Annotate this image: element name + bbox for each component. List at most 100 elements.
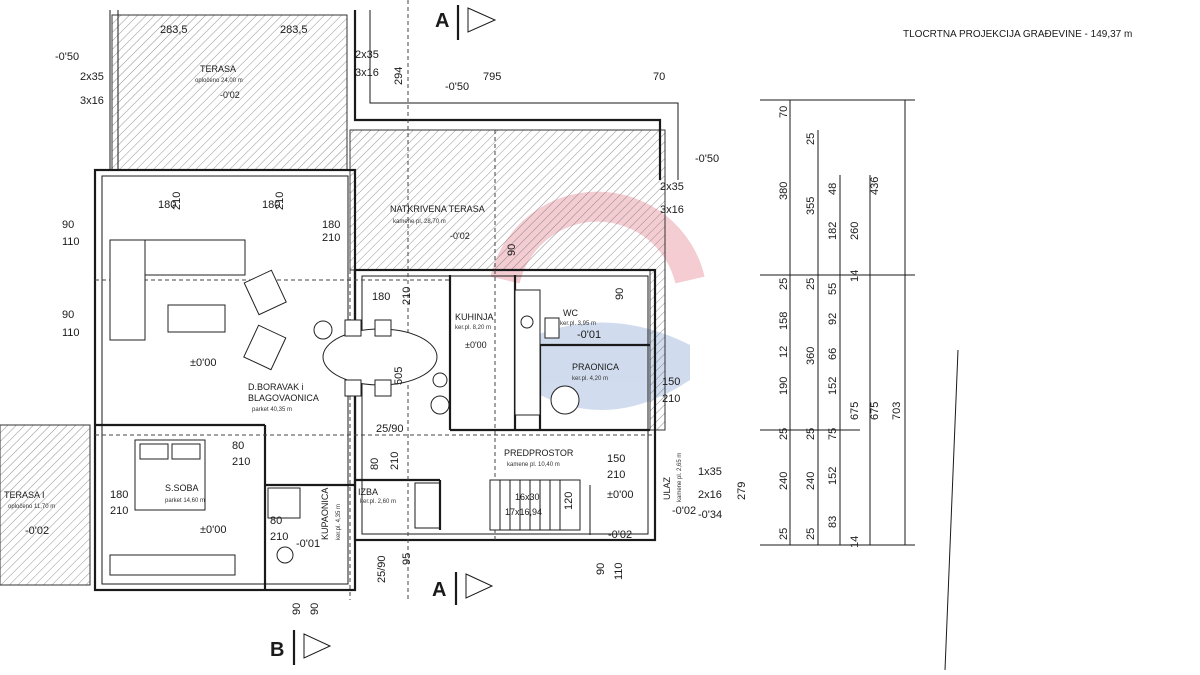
svg-text:opločeno 11,70 m: opločeno 11,70 m [8, 504, 55, 510]
svg-text:110: 110 [62, 327, 80, 339]
svg-text:90: 90 [309, 603, 321, 615]
svg-text:210: 210 [322, 232, 340, 244]
svg-text:283,5: 283,5 [280, 24, 308, 36]
svg-text:opločeno 24,00 m: opločeno 24,00 m [195, 78, 243, 84]
left-dimensions: 90 110 90 110 [62, 219, 80, 339]
room-wc: WC ker.pl. 3,95 m -0'01 [560, 308, 601, 341]
svg-text:-0'01: -0'01 [577, 329, 601, 341]
svg-text:380: 380 [778, 182, 790, 200]
svg-text:2x35: 2x35 [660, 181, 684, 193]
coffee-table [167, 304, 226, 333]
room-dnevni-boravak: ±0'00 D.BORAVAK i BLAGOVAONICA parket 40… [190, 357, 319, 413]
svg-text:D.BORAVAK i: D.BORAVAK i [248, 382, 304, 392]
svg-text:675: 675 [849, 402, 861, 420]
room-ulaz: ULAZ kamene pl. 2,65 m -0'02 [662, 453, 696, 517]
wardrobe [109, 554, 236, 576]
svg-text:-0'50: -0'50 [445, 81, 469, 93]
svg-text:±0'00: ±0'00 [190, 357, 217, 369]
svg-text:2x16: 2x16 [698, 489, 722, 501]
svg-text:210: 210 [389, 452, 401, 470]
svg-text:210: 210 [662, 393, 680, 405]
dimension-lines [760, 99, 959, 671]
svg-text:120: 120 [563, 492, 575, 510]
svg-text:-0'50: -0'50 [55, 51, 79, 63]
terasa-area [111, 14, 348, 171]
svg-text:ker.pl. 4,35 m: ker.pl. 4,35 m [336, 504, 342, 540]
room-izba: IZBA ker.pl. 2,60 m [358, 487, 396, 505]
room-praonica: PRAONICA ker.pl. 4,20 m [572, 362, 619, 382]
svg-text:90: 90 [506, 244, 518, 256]
svg-text:PREDPROSTOR: PREDPROSTOR [504, 448, 574, 458]
svg-text:B: B [270, 639, 284, 661]
svg-text:95: 95 [401, 553, 413, 565]
svg-text:PRAONICA: PRAONICA [572, 362, 619, 372]
svg-text:294: 294 [393, 67, 405, 85]
svg-text:25/90: 25/90 [376, 423, 404, 435]
section-marker-a-top: A [435, 5, 497, 40]
svg-text:TERASA: TERASA [200, 64, 236, 74]
svg-text:92: 92 [827, 313, 839, 325]
svg-text:505: 505 [393, 367, 405, 385]
svg-text:-0'02: -0'02 [450, 231, 470, 241]
svg-text:25: 25 [778, 528, 790, 540]
svg-text:25: 25 [805, 428, 817, 440]
right-dimension-chain: 70 380 25 158 12 190 25 240 25 25 355 25… [778, 106, 903, 548]
svg-text:675: 675 [869, 402, 881, 420]
interior-walls [95, 275, 650, 590]
svg-text:152: 152 [827, 467, 839, 485]
svg-text:110: 110 [62, 236, 80, 248]
svg-text:ker.pl. 4,20 m: ker.pl. 4,20 m [572, 376, 608, 382]
dining-table [322, 328, 438, 386]
svg-text:90: 90 [614, 288, 626, 300]
svg-text:75: 75 [827, 428, 839, 440]
svg-text:KUHINJA: KUHINJA [455, 312, 494, 322]
svg-text:190: 190 [778, 377, 790, 395]
svg-text:210: 210 [171, 192, 183, 210]
svg-text:80: 80 [232, 440, 244, 452]
svg-text:14: 14 [849, 536, 861, 548]
svg-text:BLAGOVAONICA: BLAGOVAONICA [248, 393, 319, 403]
svg-text:70: 70 [778, 106, 790, 118]
svg-text:180: 180 [262, 199, 280, 211]
svg-text:703: 703 [891, 402, 903, 420]
svg-text:3x16: 3x16 [660, 204, 684, 216]
svg-text:158: 158 [778, 312, 790, 330]
section-marker-a-bottom: A [432, 572, 494, 605]
svg-text:3x16: 3x16 [355, 67, 379, 79]
svg-text:±0'00: ±0'00 [200, 524, 227, 536]
svg-text:66: 66 [827, 348, 839, 360]
svg-text:83: 83 [827, 516, 839, 528]
svg-text:180: 180 [110, 489, 128, 501]
svg-text:795: 795 [483, 71, 501, 83]
svg-text:279: 279 [736, 482, 748, 500]
svg-text:25: 25 [778, 428, 790, 440]
svg-text:210: 210 [274, 192, 286, 210]
svg-text:210: 210 [110, 505, 128, 517]
svg-text:ker.pl. 8,20 m: ker.pl. 8,20 m [455, 325, 491, 331]
svg-text:TERASA I: TERASA I [4, 490, 45, 500]
section-marker-b-bottom: B [270, 630, 332, 665]
svg-text:436: 436 [869, 177, 881, 195]
svg-text:240: 240 [778, 472, 790, 490]
svg-text:150: 150 [662, 376, 680, 388]
svg-text:182: 182 [827, 222, 839, 240]
svg-text:±0'00: ±0'00 [465, 340, 487, 350]
svg-text:±0'00: ±0'00 [607, 489, 634, 501]
svg-text:WC: WC [563, 308, 578, 318]
room-kupaonica: KUPAONICA I ker.pl. 4,35 m -0'01 [296, 483, 342, 550]
svg-text:48: 48 [827, 183, 839, 195]
terasa-i-area [0, 424, 91, 586]
svg-text:360: 360 [805, 347, 817, 365]
plan-title: TLOCRTNA PROJEKCIJA GRAĐEVINE - 149,37 m [903, 29, 1132, 40]
svg-text:IZBA: IZBA [358, 487, 378, 497]
kitchen-counter [514, 289, 541, 416]
svg-text:210: 210 [401, 287, 413, 305]
svg-text:70: 70 [653, 71, 665, 83]
svg-text:ULAZ: ULAZ [662, 476, 672, 500]
svg-text:260: 260 [849, 222, 861, 240]
svg-text:kamene pl. 28,70 m: kamene pl. 28,70 m [393, 219, 446, 225]
svg-text:1x35: 1x35 [698, 466, 722, 478]
svg-text:14: 14 [849, 270, 861, 282]
bathtub [267, 487, 301, 519]
